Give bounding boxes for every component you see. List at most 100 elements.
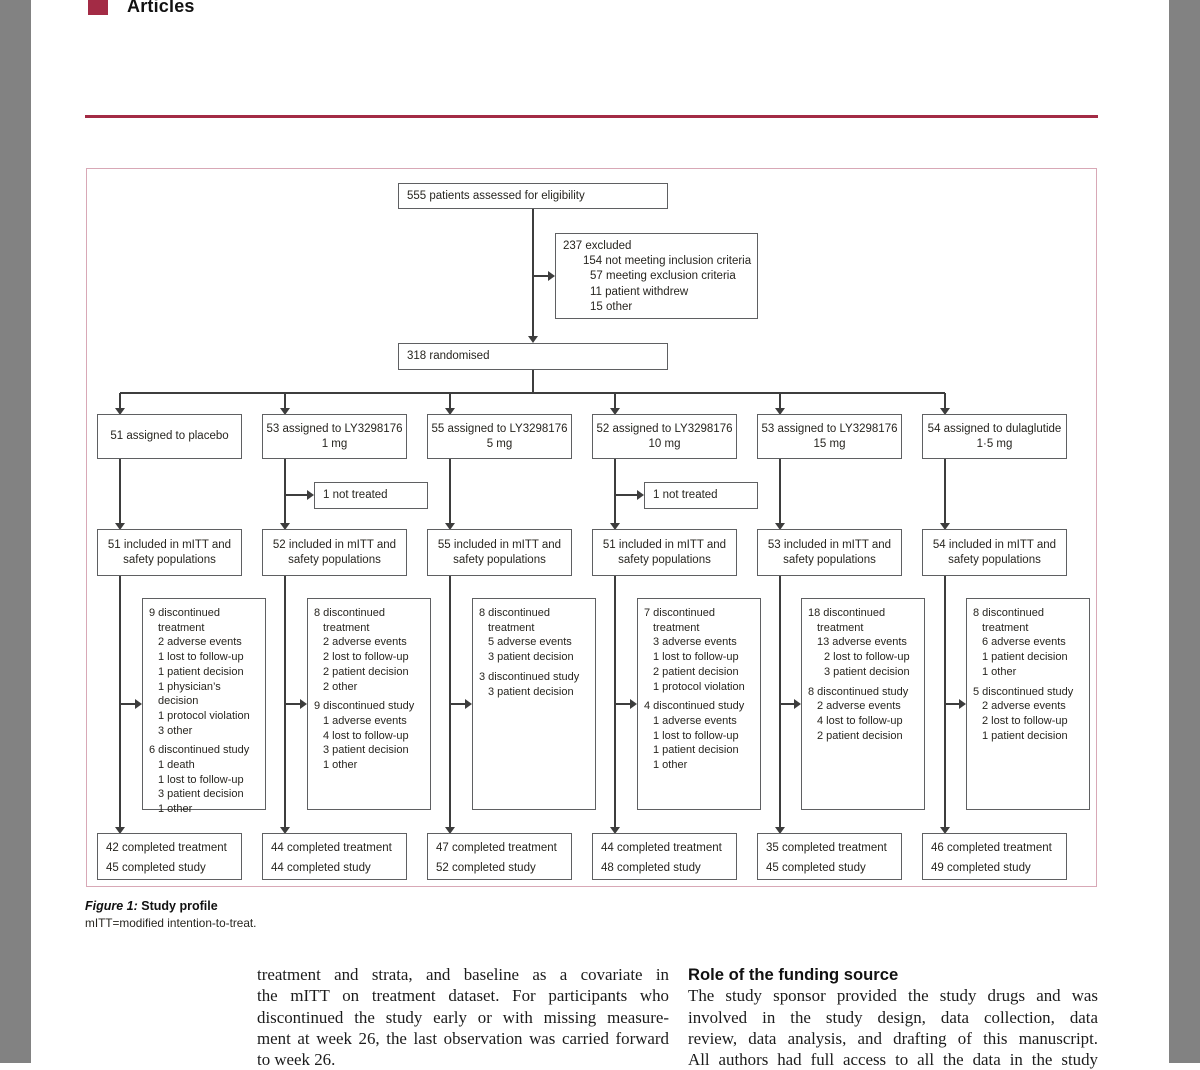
arrow-down-icon	[280, 827, 290, 834]
flow-text-line: treatment	[158, 621, 205, 634]
page-gutter-right	[1169, 0, 1200, 1063]
flow-text-line: 52 assigned to LY3298176	[596, 422, 733, 435]
flow-text-line: 3 patient decision	[488, 651, 574, 664]
articles-brand-square	[88, 0, 108, 15]
flow-connector	[614, 393, 616, 409]
arrow-right-icon	[548, 271, 555, 281]
flow-connector	[945, 703, 960, 705]
assigned-box: 54 assigned to dulaglutide 1·5 mg	[922, 414, 1067, 459]
body-line: involved in the study design, data colle…	[688, 1007, 1098, 1027]
flow-text-line: 51 assigned to placebo	[110, 430, 229, 442]
flow-connector	[119, 393, 121, 409]
arrow-right-icon	[465, 699, 472, 709]
flow-connector	[779, 393, 781, 409]
arrow-down-icon	[445, 408, 455, 415]
arrow-down-icon	[610, 408, 620, 415]
arrow-down-icon	[775, 523, 785, 530]
flow-text-line: 2 adverse events	[817, 700, 901, 713]
flow-connector	[285, 703, 301, 705]
arrow-right-icon	[637, 490, 644, 500]
arrow-down-icon	[280, 408, 290, 415]
flow-text-line: 2 patient decision	[817, 729, 903, 742]
flow-text-line: 1 physician’s decision	[158, 680, 221, 708]
flow-text-line: safety populations	[453, 553, 546, 566]
arrow-right-icon	[794, 699, 801, 709]
figure-title-text: Study profile	[141, 899, 218, 913]
flow-text-line: 2 lost to follow-up	[824, 651, 910, 664]
flow-text-line: 3 patient decision	[824, 665, 910, 678]
flow-text-line: 46 completed treatment	[931, 842, 1052, 854]
flow-text-line: 1 protocol violation	[653, 680, 745, 693]
flow-text-line: 52 completed study	[436, 861, 536, 874]
body-heading: Role of the funding source	[688, 965, 899, 984]
flow-text-line: 4 lost to follow-up	[817, 714, 903, 727]
flow-text-line: 1 lost to follow-up	[158, 773, 244, 786]
flow-connector	[450, 703, 466, 705]
flow-text-line: 51 included in mITT and	[107, 538, 232, 551]
flow-text-line: 55 assigned to LY3298176	[431, 422, 568, 435]
flow-text-line: 54 assigned to dulaglutide	[927, 422, 1062, 435]
page-gutter-left	[0, 0, 31, 1063]
flow-text-line: 49 completed study	[931, 861, 1031, 874]
flow-text-line: 1 lost to follow-up	[158, 651, 244, 664]
arrow-right-icon	[959, 699, 966, 709]
arrow-right-icon	[300, 699, 307, 709]
flow-text-line: safety populations	[783, 553, 876, 566]
flow-connector	[615, 494, 638, 496]
flow-connector	[120, 703, 136, 705]
flow-text-line: 55 included in mITT and	[437, 538, 562, 551]
flow-text-line: 44 completed study	[271, 861, 371, 874]
flow-connector	[284, 576, 286, 827]
flow-connector	[533, 275, 549, 277]
flow-text-line: safety populations	[948, 553, 1041, 566]
flow-text-line: 45 completed study	[106, 861, 206, 874]
flow-text-line: 1 protocol violation	[158, 709, 250, 722]
flow-connector	[779, 576, 781, 827]
flow-text-line: 1 patient decision	[982, 729, 1068, 742]
arrow-down-icon	[940, 408, 950, 415]
flow-text-line: 1·5 mg	[976, 437, 1013, 450]
arrow-down-icon	[115, 827, 125, 834]
flow-text-line: 4 discontinued study	[644, 700, 745, 713]
flow-text-line: 8 discontinued	[314, 607, 385, 619]
arrow-down-icon	[445, 523, 455, 530]
flow-text-line: 44 completed treatment	[271, 842, 392, 854]
flow-text-line: 35 completed treatment	[766, 842, 887, 854]
flow-text-line: 7 discontinued	[644, 607, 715, 619]
completed-box: 46 completed treatment 49 completed study	[922, 833, 1067, 880]
flow-connector	[449, 459, 451, 523]
included-box: 55 included in mITT and safety population…	[427, 529, 572, 576]
flow-text-line: 1 other	[323, 759, 358, 772]
completed-box: 44 completed treatment 44 completed study	[262, 833, 407, 880]
eligibility-box: 555 patients assessed for eligibility	[398, 183, 668, 209]
body-column-left: treatment and strata, and baseline as a …	[257, 964, 669, 1070]
flow-text-line: 5 discontinued study	[973, 685, 1074, 698]
flow-text-line: safety populations	[618, 553, 711, 566]
arrow-right-icon	[630, 699, 637, 709]
flow-connector	[615, 703, 631, 705]
figure-number-label: Figure 1:	[85, 899, 138, 913]
randomised-box: 318 randomised	[398, 343, 668, 370]
flow-text-line: 2 patient decision	[653, 665, 739, 678]
flow-text-line: 53 assigned to LY3298176	[761, 422, 898, 435]
body-line: the mITT on treatment dataset. For parti…	[257, 986, 669, 1006]
flow-connector	[119, 459, 121, 523]
flow-connector	[119, 576, 121, 827]
flow-text-line: 237 excluded	[563, 240, 632, 252]
flow-text-line: 1 death	[158, 759, 195, 772]
